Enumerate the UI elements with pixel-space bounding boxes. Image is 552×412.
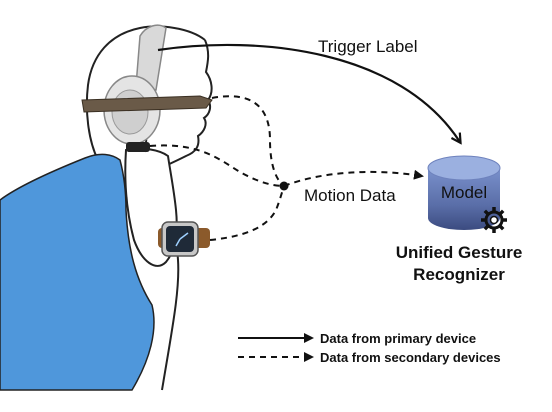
model-cylinder (427, 155, 501, 230)
recognizer-label-line2: Recognizer (413, 265, 505, 284)
watch-hand (179, 232, 189, 240)
glasses-dashed-line (211, 95, 285, 187)
trigger-arrow (157, 43, 460, 142)
model-label: Model (441, 183, 487, 202)
legend-primary-label: Data from primary device (320, 331, 476, 346)
legend: Data from primary device Data from secon… (238, 331, 501, 365)
watch-dashed-line (209, 185, 285, 241)
gear-icon (481, 207, 507, 233)
trigger-label: Trigger Label (318, 37, 418, 56)
headphone-band (135, 24, 167, 91)
person-face-outline (159, 39, 213, 169)
ring-dashed-line (149, 144, 285, 187)
smart-glasses (81, 95, 213, 113)
legend-secondary-label: Data from secondary devices (320, 350, 501, 365)
motion-label: Motion Data (304, 186, 396, 205)
recognizer-label-line1: Unified Gesture (396, 243, 523, 262)
motion-dashed-arrow (283, 169, 424, 187)
smart-ring (126, 142, 150, 152)
watch-hand-2 (175, 238, 181, 247)
headphone-earcup-inner (111, 89, 149, 135)
